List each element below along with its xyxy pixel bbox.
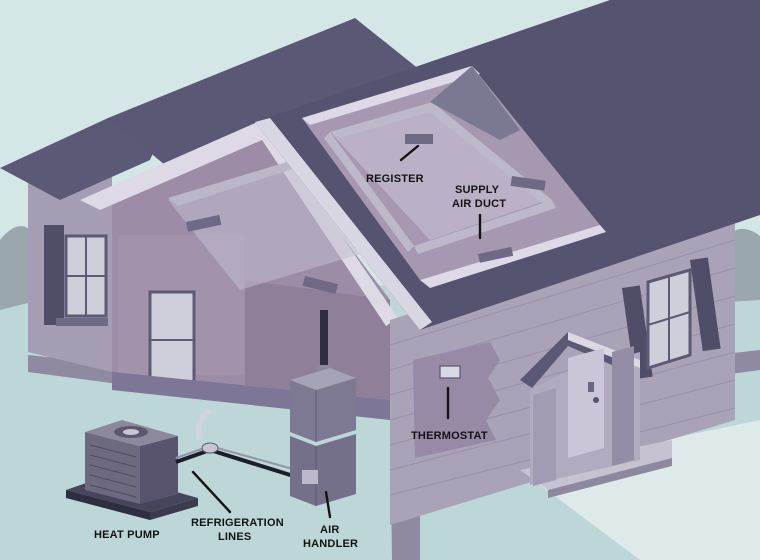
supply-air-duct-label-line1: SUPPLY	[455, 183, 499, 197]
heat-pump-label: HEAT PUMP	[94, 528, 160, 542]
air-handler-label-line2: HANDLER	[303, 537, 358, 551]
supply-air-duct-label-line2: AIR DUCT	[452, 197, 506, 211]
register-label: REGISTER	[366, 172, 424, 186]
refrigeration-lines-label-line2: LINES	[218, 530, 251, 544]
shutter	[44, 225, 64, 325]
refrigeration-lines-label-line1: REFRIGERATION	[191, 516, 284, 530]
air-handler-label-line1: AIR	[320, 523, 340, 537]
register	[405, 134, 433, 144]
flue-pipe	[320, 310, 328, 370]
front-door	[568, 348, 604, 458]
thermostat-label: THERMOSTAT	[411, 429, 488, 443]
air-handler-lower	[290, 434, 356, 506]
thermostat	[440, 366, 460, 378]
